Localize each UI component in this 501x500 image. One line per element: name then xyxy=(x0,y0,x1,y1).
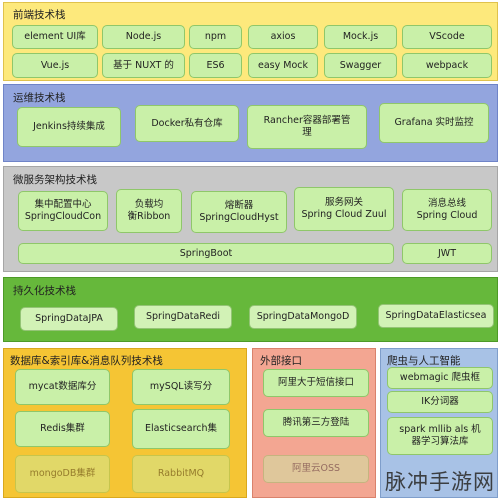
tech-box-ribbon: 负载均 衡Ribbon xyxy=(116,189,182,233)
tech-box-nodejs: Node.js xyxy=(102,25,185,49)
tech-box-jenkins: Jenkins持续集成 xyxy=(17,107,121,147)
tech-box-mockjs: Mock.js xyxy=(324,25,397,49)
microservices-section-title: 微服务架构技术栈 xyxy=(13,174,97,186)
database-section: 数据库&索引库&消息队列技术栈 mycat数据库分 mySQL读写分 Redis… xyxy=(3,348,247,498)
tech-box-springdata-elasticsearch: SpringDataElasticsea xyxy=(378,304,494,328)
tech-box-docker: Docker私有仓库 xyxy=(135,105,239,142)
tech-box-ik-analyzer: IK分词器 xyxy=(387,391,493,413)
tech-box-mysql: mySQL读写分 xyxy=(132,369,230,405)
tech-box-element-ui: element UI库 xyxy=(12,25,98,49)
external-section: 外部接口 阿里大于短信接口 腾讯第三方登陆 阿里云OSS xyxy=(252,348,376,498)
tech-box-aliyun-oss: 阿里云OSS xyxy=(263,455,369,483)
tech-box-elasticsearch-cluster: Elasticsearch集 xyxy=(132,409,230,449)
tech-box-axios: axios xyxy=(248,25,318,49)
tech-box-vscode: VScode xyxy=(402,25,492,49)
tech-box-rancher: Rancher容器部署管 理 xyxy=(247,105,367,149)
tech-box-config-center: 集中配置中心 SpringCloudCon xyxy=(18,191,108,231)
persistence-section: 持久化技术栈 SpringDataJPA SpringDataRedi Spri… xyxy=(3,277,498,342)
ops-section-title: 运维技术栈 xyxy=(13,92,66,104)
ops-section: 运维技术栈 Jenkins持续集成 Docker私有仓库 Rancher容器部署… xyxy=(3,84,498,162)
tech-box-springboot: SpringBoot xyxy=(18,243,394,264)
tech-box-rabbitmq: RabbitMQ xyxy=(132,455,230,493)
tech-box-aliyun-sms: 阿里大于短信接口 xyxy=(263,369,369,397)
tech-box-grafana: Grafana 实时监控 xyxy=(379,103,489,143)
frontend-section: 前端技术栈 element UI库 Node.js npm axios Mock… xyxy=(3,2,498,81)
tech-box-jwt: JWT xyxy=(402,243,492,264)
tech-box-redis-cluster: Redis集群 xyxy=(15,411,110,447)
site-watermark: 脉冲手游网 xyxy=(385,470,495,494)
external-section-title: 外部接口 xyxy=(260,355,302,367)
tech-box-npm: npm xyxy=(189,25,242,49)
tech-box-hystrix: 熔断器 SpringCloudHyst xyxy=(191,191,287,233)
tech-box-zuul: 服务网关 Spring Cloud Zuul xyxy=(294,187,394,231)
tech-box-webpack: webpack xyxy=(402,53,492,78)
tech-box-mongodb-cluster: mongoDB集群 xyxy=(15,455,110,493)
microservices-section: 微服务架构技术栈 集中配置中心 SpringCloudCon 负载均 衡Ribb… xyxy=(3,166,498,272)
crawler-section: 爬虫与人工智能 webmagic 爬虫框 IK分词器 spark mllib a… xyxy=(380,348,498,498)
tech-box-spark-mllib: spark mllib als 机 器学习算法库 xyxy=(387,417,493,455)
tech-box-springdata-jpa: SpringDataJPA xyxy=(20,307,118,331)
frontend-section-title: 前端技术栈 xyxy=(13,9,66,21)
tech-box-easy-mock: easy Mock xyxy=(248,53,318,78)
tech-box-es6: ES6 xyxy=(189,53,242,78)
tech-box-mycat: mycat数据库分 xyxy=(15,369,110,405)
database-section-title: 数据库&索引库&消息队列技术栈 xyxy=(10,355,163,367)
tech-box-nuxt: 基于 NUXT 的 xyxy=(102,53,185,78)
persistence-section-title: 持久化技术栈 xyxy=(13,285,76,297)
tech-box-swagger: Swagger xyxy=(324,53,397,78)
tech-box-vuejs: Vue.js xyxy=(12,53,98,78)
tech-box-springdata-mongodb: SpringDataMongoD xyxy=(249,305,357,329)
tech-box-tencent-login: 腾讯第三方登陆 xyxy=(263,409,369,437)
crawler-section-title: 爬虫与人工智能 xyxy=(387,355,461,367)
tech-box-webmagic: webmagic 爬虫框 xyxy=(387,367,493,389)
tech-box-springdata-redis: SpringDataRedi xyxy=(134,305,232,329)
tech-box-spring-cloud-bus: 消息总线 Spring Cloud xyxy=(402,189,492,231)
